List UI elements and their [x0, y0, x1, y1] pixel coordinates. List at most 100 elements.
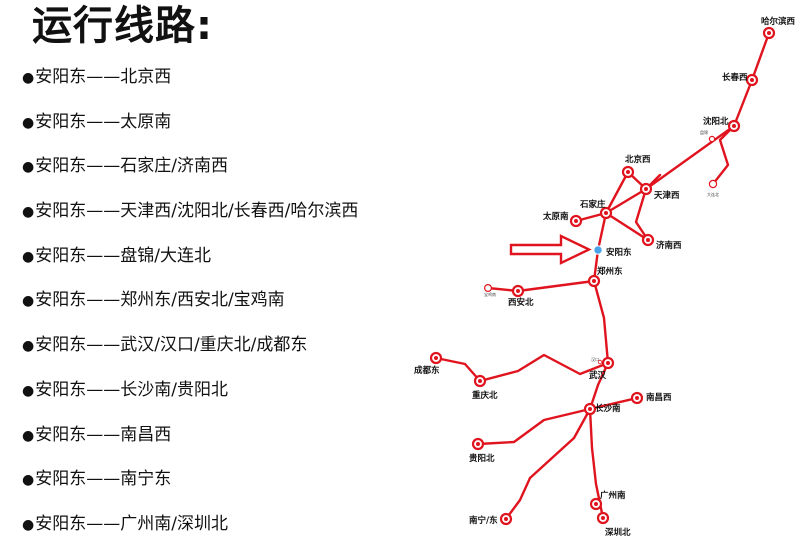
station-beijing [621, 165, 635, 179]
page-title: 运行线路: [32, 3, 213, 49]
route-label: 安阳东——石家庄/济南西 [35, 156, 228, 177]
bullet-icon: ● [22, 516, 35, 533]
station-baoji [484, 284, 493, 293]
label-hankou: 汉口 [591, 356, 599, 362]
bullet-icon: ● [22, 70, 35, 86]
track-changsha-nanchang [588, 396, 639, 411]
track-chongqing-chengdu [434, 356, 482, 383]
label-wuhan: 武汉 [589, 370, 607, 381]
station-anyang [593, 245, 603, 255]
route-item: ●安阳东——武汉/汉口/重庆北/成都东 [22, 331, 358, 376]
stations [429, 26, 776, 526]
route-item: ●安阳东——石家庄/济南西 [22, 152, 358, 197]
bullet-icon: ● [22, 427, 35, 444]
route-label: 安阳东——广州南/深圳北 [35, 513, 228, 534]
station-harbin [762, 26, 776, 40]
label-shenzhen: 深圳北 [605, 527, 631, 538]
route-item: ●安阳东——广州南/深圳北 [22, 510, 358, 555]
station-zhengzhou [587, 274, 601, 288]
station-wuhan [601, 356, 615, 370]
station-taiyuan [569, 214, 583, 228]
station-xian [511, 284, 525, 298]
route-item: ●安阳东——天津西/沈阳北/长春西/哈尔滨西 [22, 197, 358, 242]
station-nanchang [630, 391, 644, 405]
station-guangzhou [589, 497, 603, 511]
route-item: ●安阳东——长沙南/贵阳北 [22, 376, 358, 421]
station-tianjin [639, 182, 653, 196]
route-item: ●安阳东——北京西 [22, 63, 358, 108]
station-nanning [499, 512, 513, 526]
label-harbin: 哈尔滨西 [761, 16, 796, 27]
route-label: 安阳东——盘锦/大连北 [35, 245, 211, 266]
label-xian: 西安北 [508, 297, 534, 308]
bullet-icon: ● [22, 248, 35, 265]
route-item: ●安阳东——太原南 [22, 108, 358, 153]
route-label: 安阳东——南昌西 [35, 424, 172, 445]
label-changchun: 长春西 [722, 72, 748, 83]
track-zhengzhou-xian [516, 279, 596, 293]
label-panjin: 盘锦 [700, 129, 708, 135]
bullet-icon: ● [22, 472, 35, 489]
track-changsha-guiyang [476, 407, 592, 446]
route-list: ●安阳东——北京西 ●安阳东——太原南 ●安阳东——石家庄/济南西 ●安阳东——… [22, 63, 358, 555]
route-label: 安阳东——北京西 [35, 67, 172, 87]
label-changsha: 长沙南 [595, 403, 621, 414]
station-hankou [597, 359, 603, 365]
rail-network-map: 哈尔滨西 长春西 沈阳北 盘锦 大连北 北京西 天津西 石家庄 太原南 济南西 … [414, 16, 796, 538]
route-item: ●安阳东——郑州东/西安北/宝鸡南 [22, 286, 358, 331]
track-zhengzhou-wuhan [592, 279, 610, 365]
track-beijing-shijiazhuang [604, 170, 630, 215]
track-wuhan-chongqing [478, 353, 610, 383]
route-label: 安阳东——武汉/汉口/重庆北/成都东 [35, 335, 308, 356]
label-shijiazhuang: 石家庄 [579, 199, 606, 210]
bullet-icon: ● [22, 204, 35, 221]
station-dalian [708, 179, 718, 189]
route-item: ●安阳东——盘锦/大连北 [22, 242, 358, 287]
label-chongqing: 重庆北 [472, 390, 498, 401]
label-anyang: 安阳东 [606, 247, 632, 258]
station-jinan [641, 233, 655, 247]
station-shenyang [727, 119, 741, 133]
track-wuhan-changsha [588, 361, 610, 411]
label-tianjin: 天津西 [654, 190, 680, 201]
station-chengdu [429, 351, 443, 365]
label-zhengzhou: 郑州东 [597, 266, 623, 277]
bullet-icon: ● [22, 382, 35, 399]
label-beijing: 北京西 [625, 154, 651, 165]
label-shenyang: 沈阳北 [703, 116, 729, 127]
label-chengdu: 成都东 [414, 365, 440, 376]
route-label: 安阳东——长沙南/贵阳北 [35, 379, 228, 400]
bullet-icon: ● [22, 114, 35, 131]
track-tianjin-shijiazhuang [604, 187, 648, 215]
station-guiyang [471, 437, 485, 451]
station-changchun [745, 73, 759, 87]
route-label: 安阳东——天津西/沈阳北/长春西/哈尔滨西 [35, 201, 359, 222]
station-shijiazhuang [599, 206, 613, 220]
track-shijiazhuang-jinan [604, 211, 650, 242]
label-dalian: 大连北 [707, 191, 719, 197]
label-nanning: 南宁/东 [469, 515, 498, 526]
station-labels: 哈尔滨西 长春西 沈阳北 盘锦 大连北 北京西 天津西 石家庄 太原南 济南西 … [414, 16, 796, 538]
station-changsha [583, 402, 597, 416]
track-shenyang-tianjin [644, 124, 736, 191]
station-panjin [708, 135, 716, 143]
pointer-arrow-icon [509, 234, 592, 265]
label-guiyang: 贵阳北 [469, 453, 495, 464]
track-shenyang-dalian [711, 124, 736, 186]
label-taiyuan: 太原南 [542, 211, 569, 222]
station-shenzhen [596, 511, 610, 525]
route-item: ●安阳东——南宁东 [22, 465, 358, 510]
route-label: 安阳东——太原南 [35, 111, 172, 132]
track-tianjin-jinan [634, 187, 650, 242]
bullet-icon: ● [22, 293, 35, 310]
track-changsha-nanning [504, 407, 592, 521]
label-baoji: 宝鸡南 [484, 291, 496, 297]
bullet-icon: ● [22, 338, 35, 355]
route-label: 安阳东——郑州东/西安北/宝鸡南 [35, 290, 285, 311]
label-guangzhou: 广州南 [600, 490, 626, 501]
label-nanchang: 南昌西 [646, 392, 672, 403]
station-chongqing [473, 374, 487, 388]
route-item: ●安阳东——南昌西 [22, 421, 358, 466]
label-jinan: 济南西 [656, 240, 682, 251]
bullet-icon: ● [22, 159, 35, 176]
